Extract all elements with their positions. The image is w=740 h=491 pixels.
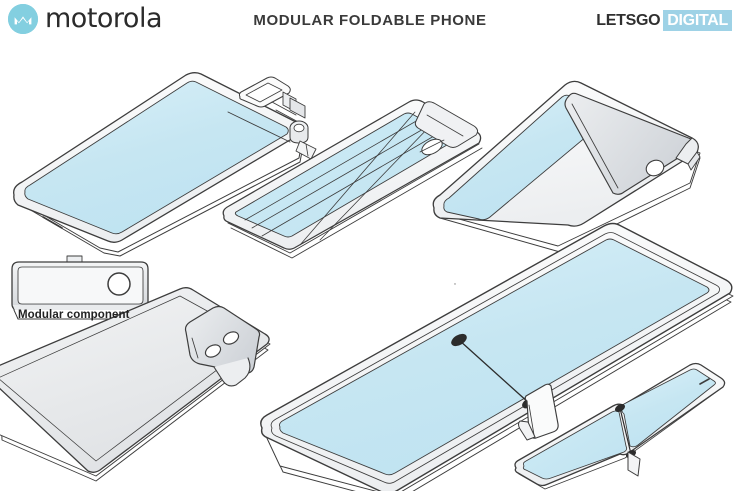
modular-component-label: Modular component <box>18 309 130 321</box>
fig-folded-compact <box>514 362 726 490</box>
fig-large-unfolded <box>184 222 734 491</box>
fig-module-exploded <box>227 76 317 160</box>
brand-name: motorola <box>45 3 163 34</box>
motorola-brand: motorola <box>8 3 163 34</box>
letsgodigital-watermark: LETSGO DIGITAL <box>596 10 732 31</box>
fig-folded-long <box>222 99 483 259</box>
page-title: MODULAR FOLDABLE PHONE <box>253 12 487 29</box>
illustration-canvas <box>0 40 740 491</box>
fig-phone-with-module <box>432 80 701 253</box>
watermark-digital: DIGITAL <box>663 10 732 31</box>
watermark-letsgo: LETSGO <box>596 12 661 29</box>
fig-unfolded-tablet <box>13 72 304 257</box>
motorola-batwing-icon <box>8 4 38 34</box>
page-header: motorola MODULAR FOLDABLE PHONE LETSGO D… <box>0 0 740 44</box>
